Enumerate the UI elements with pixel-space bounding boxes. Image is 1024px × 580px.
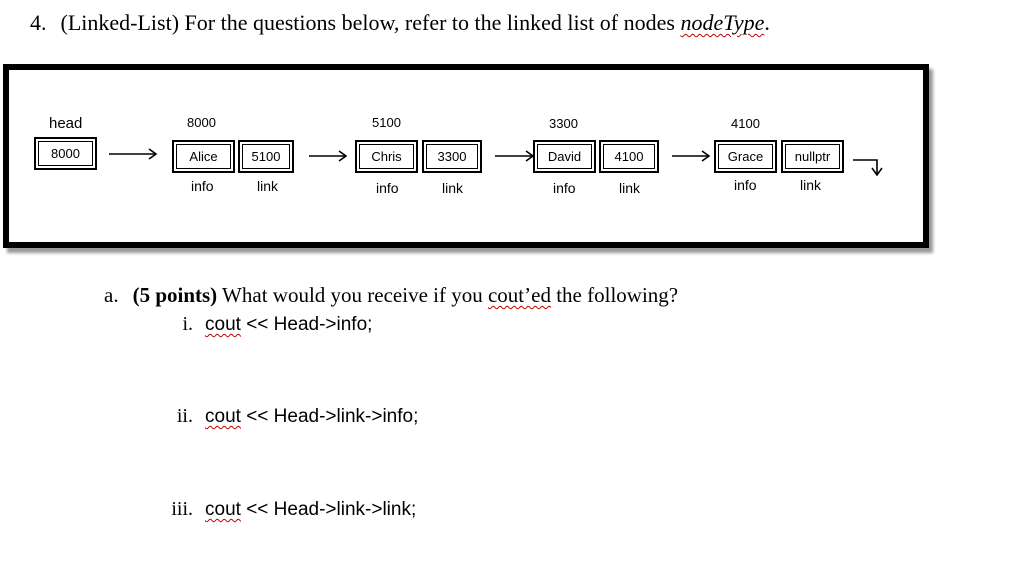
question-item: iii. cout << Head->link->link; — [157, 498, 416, 521]
question-header: 4. (Linked-List) For the questions below,… — [30, 10, 770, 36]
type-name: nodeType — [680, 10, 765, 35]
node-link-cell: 5100 — [238, 140, 294, 173]
question-text: (Linked-List) For the questions below, r… — [60, 10, 681, 35]
node-info-cell: David — [533, 140, 596, 173]
question-period: . — [764, 10, 770, 35]
null-arrow-icon — [853, 159, 883, 177]
link-label: link — [257, 178, 279, 194]
item-expression: << Head->info; — [240, 314, 373, 335]
node-info-cell: Chris — [355, 140, 418, 173]
node-info-cell: Alice — [172, 140, 235, 173]
item-roman: i. — [182, 313, 193, 335]
node-link-cell: nullptr — [781, 140, 844, 173]
link-label: link — [442, 180, 464, 196]
head-label: head — [49, 115, 83, 132]
node-address: 4100 — [731, 116, 760, 131]
head-pointer-cell: 8000 — [34, 137, 97, 170]
info-label: info — [376, 180, 399, 196]
item-expression: << Head->link->link; — [240, 499, 417, 520]
node-address: 5100 — [372, 115, 401, 130]
linked-list-diagram: head 8000 8000 Alice 5100 info link 5100… — [3, 64, 929, 248]
arrow-icon — [109, 148, 158, 160]
cout-keyword: cout — [205, 314, 241, 335]
node-link-cell: 4100 — [599, 140, 659, 173]
info-label: info — [734, 177, 757, 193]
points-label: (5 points) — [132, 283, 218, 307]
info-label: info — [191, 178, 214, 194]
node-info-cell: Grace — [714, 140, 777, 173]
prompt-end: the following? — [550, 283, 679, 307]
arrow-icon — [672, 150, 711, 162]
part-letter: a. — [104, 283, 119, 307]
question-number: 4. — [30, 10, 47, 35]
question-item: i. cout << Head->info; — [157, 313, 372, 336]
prompt-text: What would you receive if you — [217, 283, 488, 307]
cout-keyword: cout — [205, 499, 241, 520]
item-roman: iii. — [171, 498, 193, 520]
node-address: 3300 — [549, 116, 578, 131]
arrow-icon — [309, 150, 348, 162]
cout-keyword: cout — [205, 406, 241, 427]
info-label: info — [553, 180, 576, 196]
node-link-cell: 3300 — [422, 140, 482, 173]
link-label: link — [800, 177, 822, 193]
node-address: 8000 — [187, 115, 216, 130]
link-label: link — [619, 180, 641, 196]
question-item: ii. cout << Head->link->info; — [157, 405, 419, 428]
part-a-prompt: a. (5 points) What would you receive if y… — [104, 283, 678, 308]
coutd-word: cout’ed — [487, 283, 551, 307]
item-roman: ii. — [176, 405, 193, 427]
item-expression: << Head->link->info; — [240, 406, 419, 427]
